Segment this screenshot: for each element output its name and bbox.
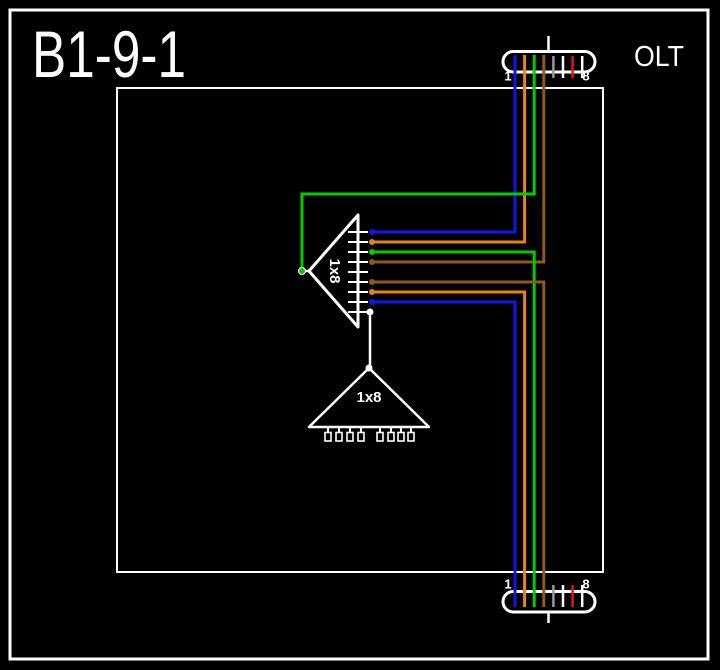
wire-olt-pin1-blue-to-splitter bbox=[372, 55, 517, 234]
splitter-primary-port-dot-2 bbox=[369, 239, 375, 245]
wire-splitter-out3-green-to-bottom bbox=[372, 250, 536, 607]
wire-splitter-out8-blue-to-bottom bbox=[372, 300, 517, 607]
splitter-primary-ports-layer bbox=[348, 229, 375, 313]
splitter-primary-label: 1x8 bbox=[326, 258, 343, 283]
page-title: B1-9-1 bbox=[32, 17, 186, 91]
splitter-primary-port-dot-1 bbox=[369, 229, 375, 235]
splitter-primary: 1x8 bbox=[298, 213, 375, 329]
wire-olt-pin3-green-feed-to-splitter-input bbox=[300, 55, 536, 269]
top-connector: 1 8 bbox=[501, 36, 597, 84]
cascade-dot-top bbox=[366, 308, 374, 316]
splitter-primary-port-dot-8 bbox=[369, 299, 375, 305]
terminal-square-8 bbox=[407, 431, 415, 442]
wires-layer bbox=[300, 55, 546, 607]
bottom-pin-8-label: 8 bbox=[582, 577, 589, 592]
splitter-secondary-label: 1x8 bbox=[356, 389, 381, 406]
terminal-square-2 bbox=[335, 431, 343, 442]
cascade-link bbox=[365, 308, 374, 372]
top-pin-8-label: 8 bbox=[582, 69, 589, 84]
wire-splitter-out6-brown-to-bottom bbox=[372, 280, 546, 607]
wire-olt-pin4-brown-to-splitter bbox=[372, 55, 546, 264]
terminal-square-6 bbox=[387, 431, 395, 442]
wire-olt-pin2-orange-to-splitter bbox=[372, 55, 527, 244]
splitter-primary-port-dot-6 bbox=[369, 279, 375, 285]
connector-pin-ticks-layer bbox=[552, 56, 584, 607]
top-pin-1-label: 1 bbox=[504, 69, 511, 84]
terminal-square-5 bbox=[376, 431, 384, 442]
terminal-square-1 bbox=[324, 431, 332, 442]
splitter-primary-input-dot bbox=[298, 267, 306, 275]
terminal-square-7 bbox=[397, 431, 405, 442]
outer-border bbox=[8, 8, 710, 661]
splitter-primary-port-dot-3 bbox=[369, 249, 375, 255]
top-connector-pill bbox=[501, 50, 597, 74]
bottom-connector: 1 8 bbox=[501, 577, 597, 623]
bottom-pin-1-label: 1 bbox=[504, 577, 511, 592]
splitter-primary-port-dot-4 bbox=[369, 259, 375, 265]
splitter-primary-port-dot-7 bbox=[369, 289, 375, 295]
splitter-secondary-body bbox=[307, 366, 431, 429]
splitter-secondary-terminals-layer bbox=[324, 427, 415, 442]
terminal-square-3 bbox=[346, 431, 354, 442]
inner-frame bbox=[116, 87, 604, 573]
wire-splitter-out7-orange-to-bottom bbox=[372, 290, 527, 607]
olt-label: OLT bbox=[634, 41, 684, 73]
terminal-square-4 bbox=[357, 431, 365, 442]
splitter-secondary: 1x8 bbox=[307, 366, 431, 442]
bottom-connector-pill bbox=[501, 590, 597, 614]
